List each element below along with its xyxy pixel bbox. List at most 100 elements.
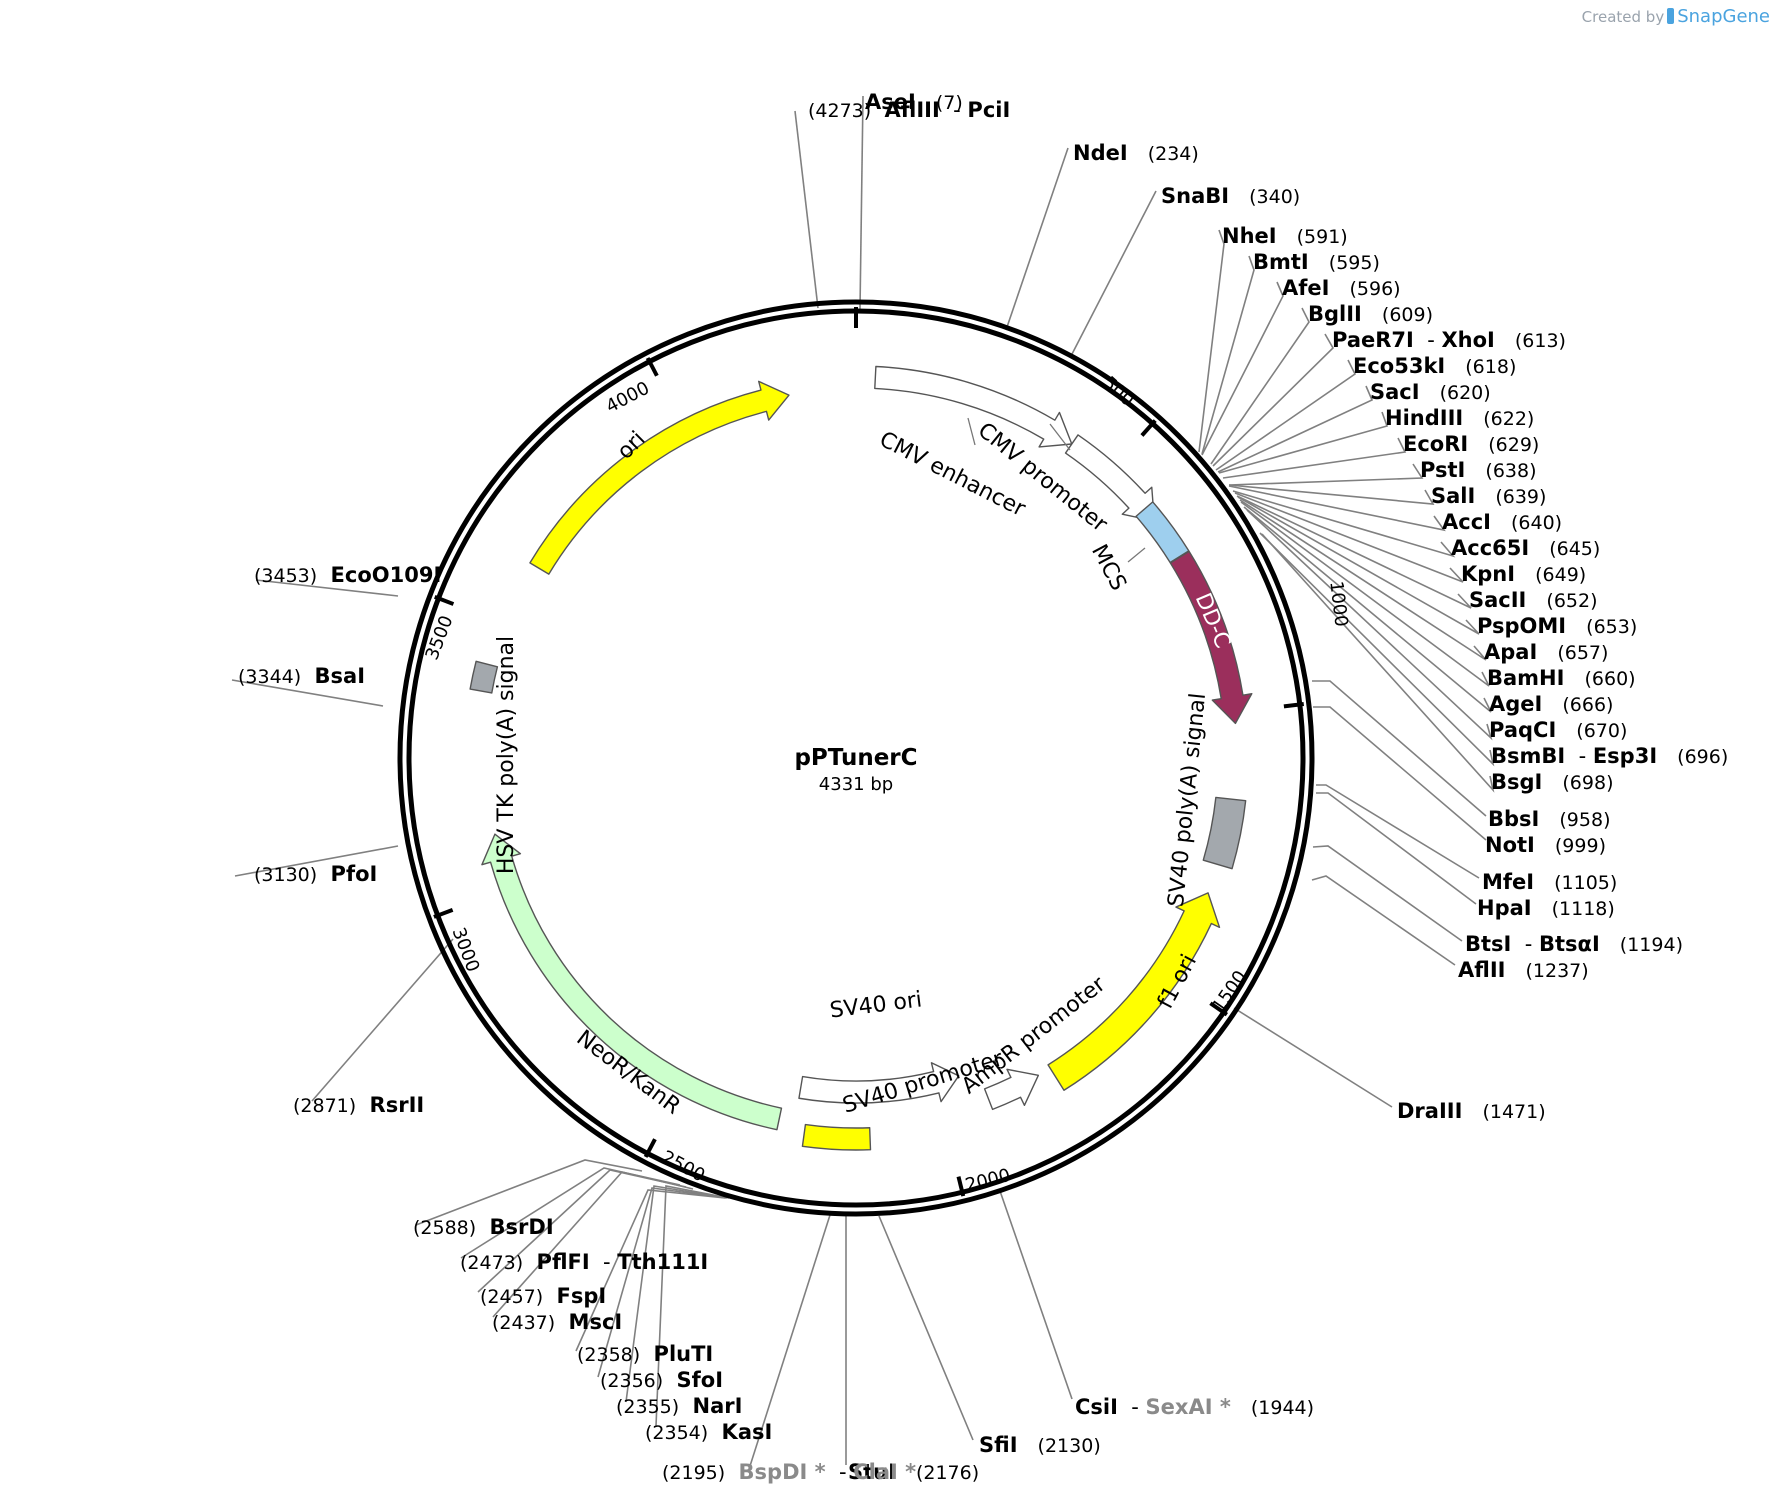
site-spacer [1542,692,1562,716]
site-position: (2195) [662,1462,725,1484]
enzyme-name: Esp3I [1593,744,1657,768]
feature-ampr-promoter [983,1068,1040,1111]
site-separator: - [940,98,968,122]
tick-label: 1000 [1325,580,1351,628]
enzyme-name: NdeI [1073,141,1128,165]
site-position: (3130) [254,864,317,886]
enzyme-name: BmtI [1253,250,1309,274]
site-position: (2871) [293,1095,356,1117]
site-leader [1198,229,1225,453]
enzyme-name: BglII [1308,302,1362,326]
site-spacer [1462,1099,1482,1123]
site-label-aflii: AflII (1237) [1458,958,1589,982]
site-label-pluti: (2358) PluTI [577,1342,713,1366]
site-position: (1471) [1482,1101,1545,1123]
site-leader [1212,333,1335,467]
site-spacer [1465,458,1485,482]
site-label-sacii: SacII (652) [1469,588,1598,612]
site-leader [749,1214,831,1467]
site-position: (653) [1586,616,1637,638]
site-label-bglii: BglII (609) [1308,302,1433,326]
enzyme-name: Eco53kI [1353,354,1445,378]
site-spacer [725,1460,738,1484]
site-label-kpni: KpnI (649) [1461,562,1586,586]
site-label-pflfi: (2473) PflFI - Tth111I [460,1250,708,1274]
site-label-bsgi: BsgI (698) [1491,770,1613,794]
site-position: (1105) [1554,872,1617,894]
enzyme-name: SfoI [677,1368,724,1392]
site-label-mfei: MfeI (1105) [1482,870,1617,894]
enzyme-name: EcoRI [1403,432,1468,456]
enzyme-name: PciI [967,98,1010,122]
site-spacer [1515,562,1535,586]
site-position: (649) [1535,564,1586,586]
enzyme-name: AgeI [1489,692,1542,716]
site-position: (2473) [460,1252,523,1274]
enzyme-name: DraIII [1397,1099,1462,1123]
site-spacer [1539,807,1559,831]
site-spacer [1491,510,1511,534]
site-leader [878,1215,974,1441]
site-leader [575,1189,726,1352]
site-position: (666) [1562,694,1613,716]
site-leader [1217,385,1374,473]
site-spacer [317,862,330,886]
site-spacer [1463,406,1483,430]
site-label-nhei: NheI (591) [1222,224,1348,248]
enzyme-name: BtsI [1465,932,1511,956]
site-label-pfoi: (3130) PfoI [254,862,377,886]
snapgene-credit: Created by SnapGene [1582,6,1770,27]
site-leader [1222,437,1407,479]
site-position: (1194) [1620,934,1683,956]
enzyme-name: BspDI * [739,1460,826,1484]
site-label-afei: AfeI (596) [1282,276,1401,300]
site-label-stui: StuI (2176) [848,1460,979,1484]
feature-cmv-enhancer [874,365,1073,448]
enzyme-name: SfiI [979,1433,1018,1457]
site-leader [1236,495,1472,609]
site-label-btsi: BtsI - BtsαI (1194) [1465,932,1683,956]
enzyme-name: SalI [1431,484,1475,508]
enzyme-name: PflFI [537,1250,590,1274]
site-position: (3453) [254,565,317,587]
site-leader-lines [231,95,1495,1467]
site-position: (618) [1465,356,1516,378]
enzyme-name: BamHI [1487,666,1564,690]
site-leader [625,1185,728,1403]
credit-brand: SnapGene [1677,6,1770,27]
site-spacer [1309,250,1329,274]
feature-label-mcs: MCS [1086,541,1131,595]
site-spacer [640,1342,653,1366]
site-leader [1215,359,1357,471]
site-label-afliii: (4273) AflIII - PciI [808,98,1010,122]
tick-mark [645,357,659,377]
site-spacer [1526,588,1546,612]
feature-label-dd-c: DD-C [1190,590,1235,652]
features [469,365,1253,1151]
site-separator: - [1565,744,1593,768]
site-position: (652) [1546,590,1597,612]
site-leader [794,110,819,309]
site-leader [255,579,399,597]
site-position: (234) [1148,143,1199,165]
enzyme-name: ApaI [1484,640,1537,664]
site-spacer [1600,932,1620,956]
enzyme-name: PluTI [654,1342,714,1366]
site-label-sfoi: (2356) SfoI [600,1368,723,1392]
site-leader [1234,492,1464,583]
credit-prefix: Created by [1581,8,1665,26]
site-spacer [476,1215,489,1239]
site-spacer [1475,484,1495,508]
site-label-pspomi: PspOMI (653) [1477,614,1637,638]
site-position: (2457) [480,1286,543,1308]
site-spacer [1128,141,1148,165]
enzyme-name: SnaBI [1161,184,1229,208]
site-separator: - [1414,328,1442,352]
tick-mark [956,1176,966,1197]
site-spacer [1556,718,1576,742]
site-label-ndei: NdeI (234) [1073,141,1199,165]
site-spacer [1445,354,1465,378]
tick-mark [1283,702,1304,709]
site-label-bsmbi: BsmBI - Esp3I (696) [1491,744,1728,768]
site-leader [1261,533,1495,793]
